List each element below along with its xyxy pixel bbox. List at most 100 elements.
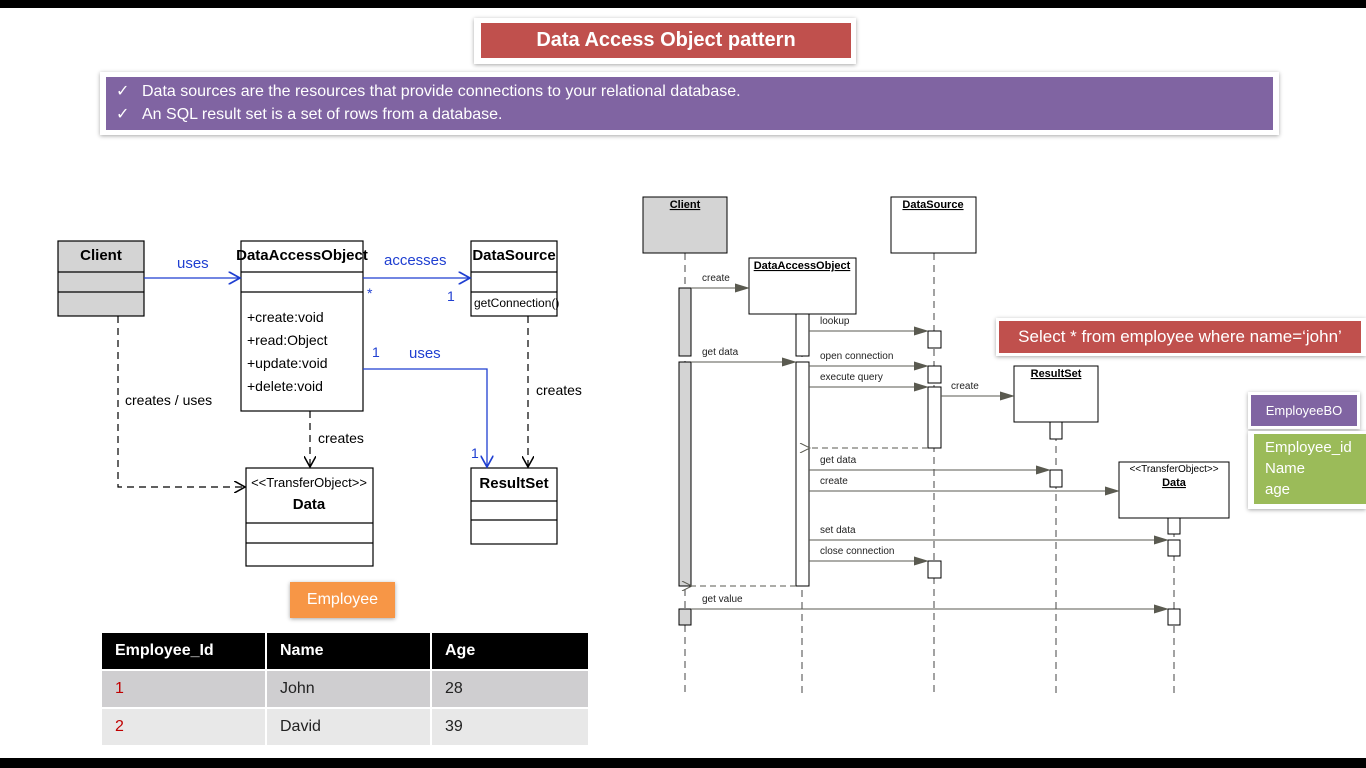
transfer-name: Data <box>293 496 326 513</box>
activation-client <box>678 608 692 626</box>
transfer-stereotype: <<TransferObject>> <box>251 475 367 490</box>
top-bar <box>0 0 1366 8</box>
activation-dao <box>795 361 810 587</box>
message-label: close connection <box>820 546 895 557</box>
class-transfer-data: <<TransferObject>> Data <box>245 467 374 567</box>
table-cell: 2 <box>102 709 265 747</box>
table-row: 1 John 28 <box>102 671 588 709</box>
class-dao: DataAccessObject +create:void +read:Obje… <box>236 240 368 412</box>
employee-bo-field: Employee_id <box>1265 439 1352 456</box>
activation-datasource <box>927 386 942 449</box>
activation-datasource <box>927 365 942 384</box>
message-label: lookup <box>820 316 850 327</box>
dao-method: +read:Object <box>247 332 328 348</box>
class-client: Client <box>57 240 145 317</box>
activation-dao <box>795 313 810 357</box>
table-header-row: Employee_Id Name Age <box>102 633 588 671</box>
participant-resultset: ResultSet <box>1013 365 1099 423</box>
activation-client <box>678 361 692 587</box>
table-cell: 28 <box>432 671 588 709</box>
multiplicity-one: 1 <box>471 445 479 461</box>
participant-client: Client <box>642 196 728 254</box>
activation-data <box>1167 608 1181 626</box>
message-label: create <box>820 476 848 487</box>
activation-resultset <box>1049 469 1063 488</box>
message-label: get data <box>820 455 857 466</box>
class-resultset-name: ResultSet <box>479 475 548 492</box>
participant-dao: DataAccessObject <box>748 257 857 315</box>
bullet-text: Data sources are the resources that prov… <box>142 83 741 100</box>
message-label: get value <box>702 594 743 605</box>
creates-uses-arrow <box>117 316 245 487</box>
sql-callout-text: Select * from employee where name=‘john’ <box>999 321 1361 353</box>
sequence-diagram: Client DataSource DataAccessObject Resul… <box>642 196 1230 695</box>
check-icon: ✓ <box>116 106 130 123</box>
sql-callout: Select * from employee where name=‘john’ <box>996 318 1366 356</box>
activation-data <box>1167 539 1181 557</box>
class-diagram: Client DataAccessObject +create:void +re… <box>57 240 582 567</box>
activation-data <box>1167 517 1181 535</box>
class-datasource-name: DataSource <box>472 247 555 264</box>
page-title: Data Access Object pattern <box>481 23 851 58</box>
employee-label: Employee <box>290 582 395 618</box>
participant-data-stereotype: <<TransferObject>> <box>1129 464 1218 475</box>
creates-uses-label: creates / uses <box>125 392 212 408</box>
activation-client <box>678 287 692 357</box>
participant-dao-name: DataAccessObject <box>754 260 851 272</box>
table-cell: 39 <box>432 709 588 747</box>
message-label: create <box>702 273 730 284</box>
message-label: set data <box>820 525 856 536</box>
employee-bo-fields: Employee_id Name age <box>1254 434 1366 504</box>
activation-datasource <box>927 560 942 579</box>
table-row: 2 David 39 <box>102 709 588 747</box>
uses-label: uses <box>409 345 441 362</box>
creates-label: creates <box>536 382 582 398</box>
employee-bo-title: EmployeeBO <box>1251 395 1357 426</box>
multiplicity-one: 1 <box>372 344 380 360</box>
message-label: execute query <box>820 372 883 383</box>
message-label: open connection <box>820 351 893 362</box>
dao-method: +update:void <box>247 355 328 371</box>
activation-resultset <box>1049 421 1063 440</box>
participant-data: <<TransferObject>> Data <box>1118 461 1230 519</box>
multiplicity-one: 1 <box>447 288 455 304</box>
dao-method: +delete:void <box>247 378 323 394</box>
bullet-card: ✓ Data sources are the resources that pro… <box>100 72 1279 135</box>
accesses-label: accesses <box>384 252 447 269</box>
participant-datasource: DataSource <box>890 196 977 254</box>
table-cell: 1 <box>102 671 265 709</box>
participant-client-name: Client <box>670 199 701 211</box>
uses-resultset-arrow <box>363 368 487 467</box>
participant-datasource-name: DataSource <box>902 199 963 211</box>
multiplicity-star: * <box>367 285 373 301</box>
message-label: get data <box>702 347 739 358</box>
class-datasource: DataSource getConnection() <box>470 240 559 317</box>
table-cell: John <box>267 671 430 709</box>
table-header: Name <box>267 633 430 671</box>
employee-bo-field: age <box>1265 481 1291 498</box>
bottom-bar <box>0 758 1366 768</box>
creates-label: creates <box>318 430 364 446</box>
employee-bo-fields-card: Employee_id Name age <box>1248 431 1366 509</box>
bullet-item: ✓ Data sources are the resources that pro… <box>116 81 741 103</box>
table-header: Employee_Id <box>102 633 265 671</box>
check-icon: ✓ <box>116 83 130 100</box>
table-cell: David <box>267 709 430 747</box>
employee-bo-field: Name <box>1265 460 1306 477</box>
activation-datasource <box>927 330 942 349</box>
bullet-text: An SQL result set is a set of rows from … <box>142 106 503 123</box>
dao-method: +create:void <box>247 309 324 325</box>
uses-label: uses <box>177 255 209 272</box>
class-resultset: ResultSet <box>470 467 558 545</box>
datasource-method: getConnection() <box>474 296 559 310</box>
message-label: create <box>951 381 979 392</box>
title-card: Data Access Object pattern <box>474 18 856 64</box>
employee-bo-card: EmployeeBO <box>1248 392 1360 429</box>
class-dao-name: DataAccessObject <box>236 247 368 264</box>
class-client-name: Client <box>80 247 122 264</box>
bullet-list: ✓ Data sources are the resources that pro… <box>106 77 1273 130</box>
table-header: Age <box>432 633 588 671</box>
participant-resultset-name: ResultSet <box>1031 368 1082 380</box>
employee-table: Employee_Id Name Age 1 John 28 2 David 3… <box>100 633 590 747</box>
